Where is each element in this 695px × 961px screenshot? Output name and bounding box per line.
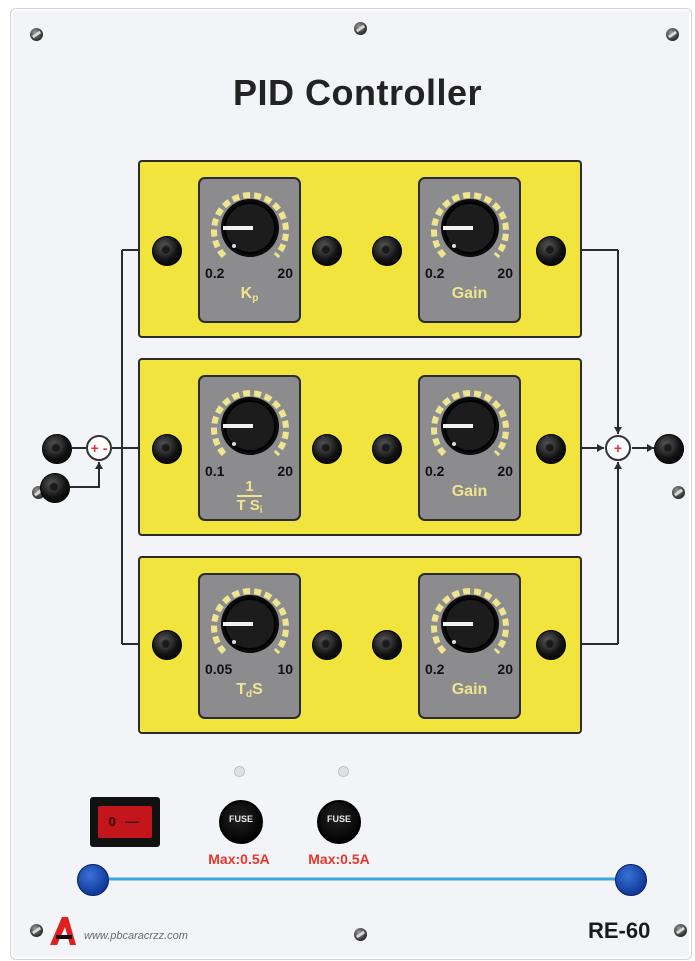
controller-output-jack[interactable] [654,434,684,464]
fuse-1-text: FUSE [228,814,253,824]
kp-max-label: 20 [277,265,293,281]
td-label: TdS [236,681,263,700]
power-switch-rocker[interactable]: 0 — [98,806,152,838]
gain-2-knob[interactable] [424,382,516,474]
gain-3-max-label: 20 [497,661,513,677]
gain-3-label: Gain [451,681,488,698]
td-input-jack[interactable] [152,630,182,660]
td-max-label: 10 [277,661,293,677]
gain-2-dial-panel: 0.2 20 Gain [418,375,521,521]
panel-title: PID Controller [232,72,482,113]
setpoint-input-jack[interactable] [42,434,72,464]
error-summing-junction: + - [86,435,112,461]
gain-2-label: Gain [451,483,488,500]
ti-knob[interactable] [204,382,296,474]
screw-icon [30,924,43,937]
power-switch[interactable]: 0 — [90,797,160,847]
fuse-2-rating: Max:0.5A [308,851,370,867]
gain-1-output-jack[interactable] [536,236,566,266]
ti-max-label: 20 [277,463,293,479]
screw-icon [672,486,685,499]
screw-icon [354,22,367,35]
gain-1-min-label: 0.2 [425,265,445,281]
kp-knob[interactable] [204,184,296,276]
gain-2-output-jack[interactable] [536,434,566,464]
website-label: www.pbcaracrzz.com [84,930,188,942]
gain-1-max-label: 20 [497,265,513,281]
ti-input-jack[interactable] [152,434,182,464]
model-number: RE-60 [588,918,651,943]
kp-output-jack[interactable] [312,236,342,266]
td-min-label: 0.05 [205,661,233,677]
screw-icon [674,924,687,937]
fuse-2-holder[interactable]: FUSE [317,800,361,844]
td-output-jack[interactable] [312,630,342,660]
ti-min-label: 0.1 [205,463,225,479]
td-dial-panel: 0.05 10 TdS [198,573,301,719]
gain-2-max-label: 20 [497,463,513,479]
feedback-input-jack[interactable] [40,473,70,503]
ground-terminal-right[interactable] [615,864,647,896]
ti-dial-panel: 0.1 20 1 T Si [198,375,301,521]
brand-logo-icon [50,917,76,945]
ti-label: 1 T Si [236,478,263,516]
kp-input-jack[interactable] [152,236,182,266]
gain-3-output-jack[interactable] [536,630,566,660]
fuse-1-rating: Max:0.5A [208,851,270,867]
kp-label: Kp [240,285,259,304]
output-summing-junction: + [605,435,631,461]
gain-3-knob[interactable] [424,580,516,672]
screw-icon [30,28,43,41]
td-knob[interactable] [204,580,296,672]
kp-min-label: 0.2 [205,265,225,281]
gain-2-input-jack[interactable] [372,434,402,464]
fuse-1-holder[interactable]: FUSE [219,800,263,844]
gain-3-min-label: 0.2 [425,661,445,677]
screw-icon [354,928,367,941]
ground-terminal-left[interactable] [77,864,109,896]
kp-dial-panel: 0.2 20 Kp [198,177,301,323]
ti-output-jack[interactable] [312,434,342,464]
gain-3-dial-panel: 0.2 20 Gain [418,573,521,719]
fuse-1-led [234,766,245,777]
gain-1-dial-panel: 0.2 20 Gain [418,177,521,323]
screw-icon [666,28,679,41]
gain-1-knob[interactable] [424,184,516,276]
gain-1-input-jack[interactable] [372,236,402,266]
fuse-2-led [338,766,349,777]
gain-3-input-jack[interactable] [372,630,402,660]
gain-1-label: Gain [451,285,488,302]
fuse-2-text: FUSE [326,814,351,824]
gain-2-min-label: 0.2 [425,463,445,479]
